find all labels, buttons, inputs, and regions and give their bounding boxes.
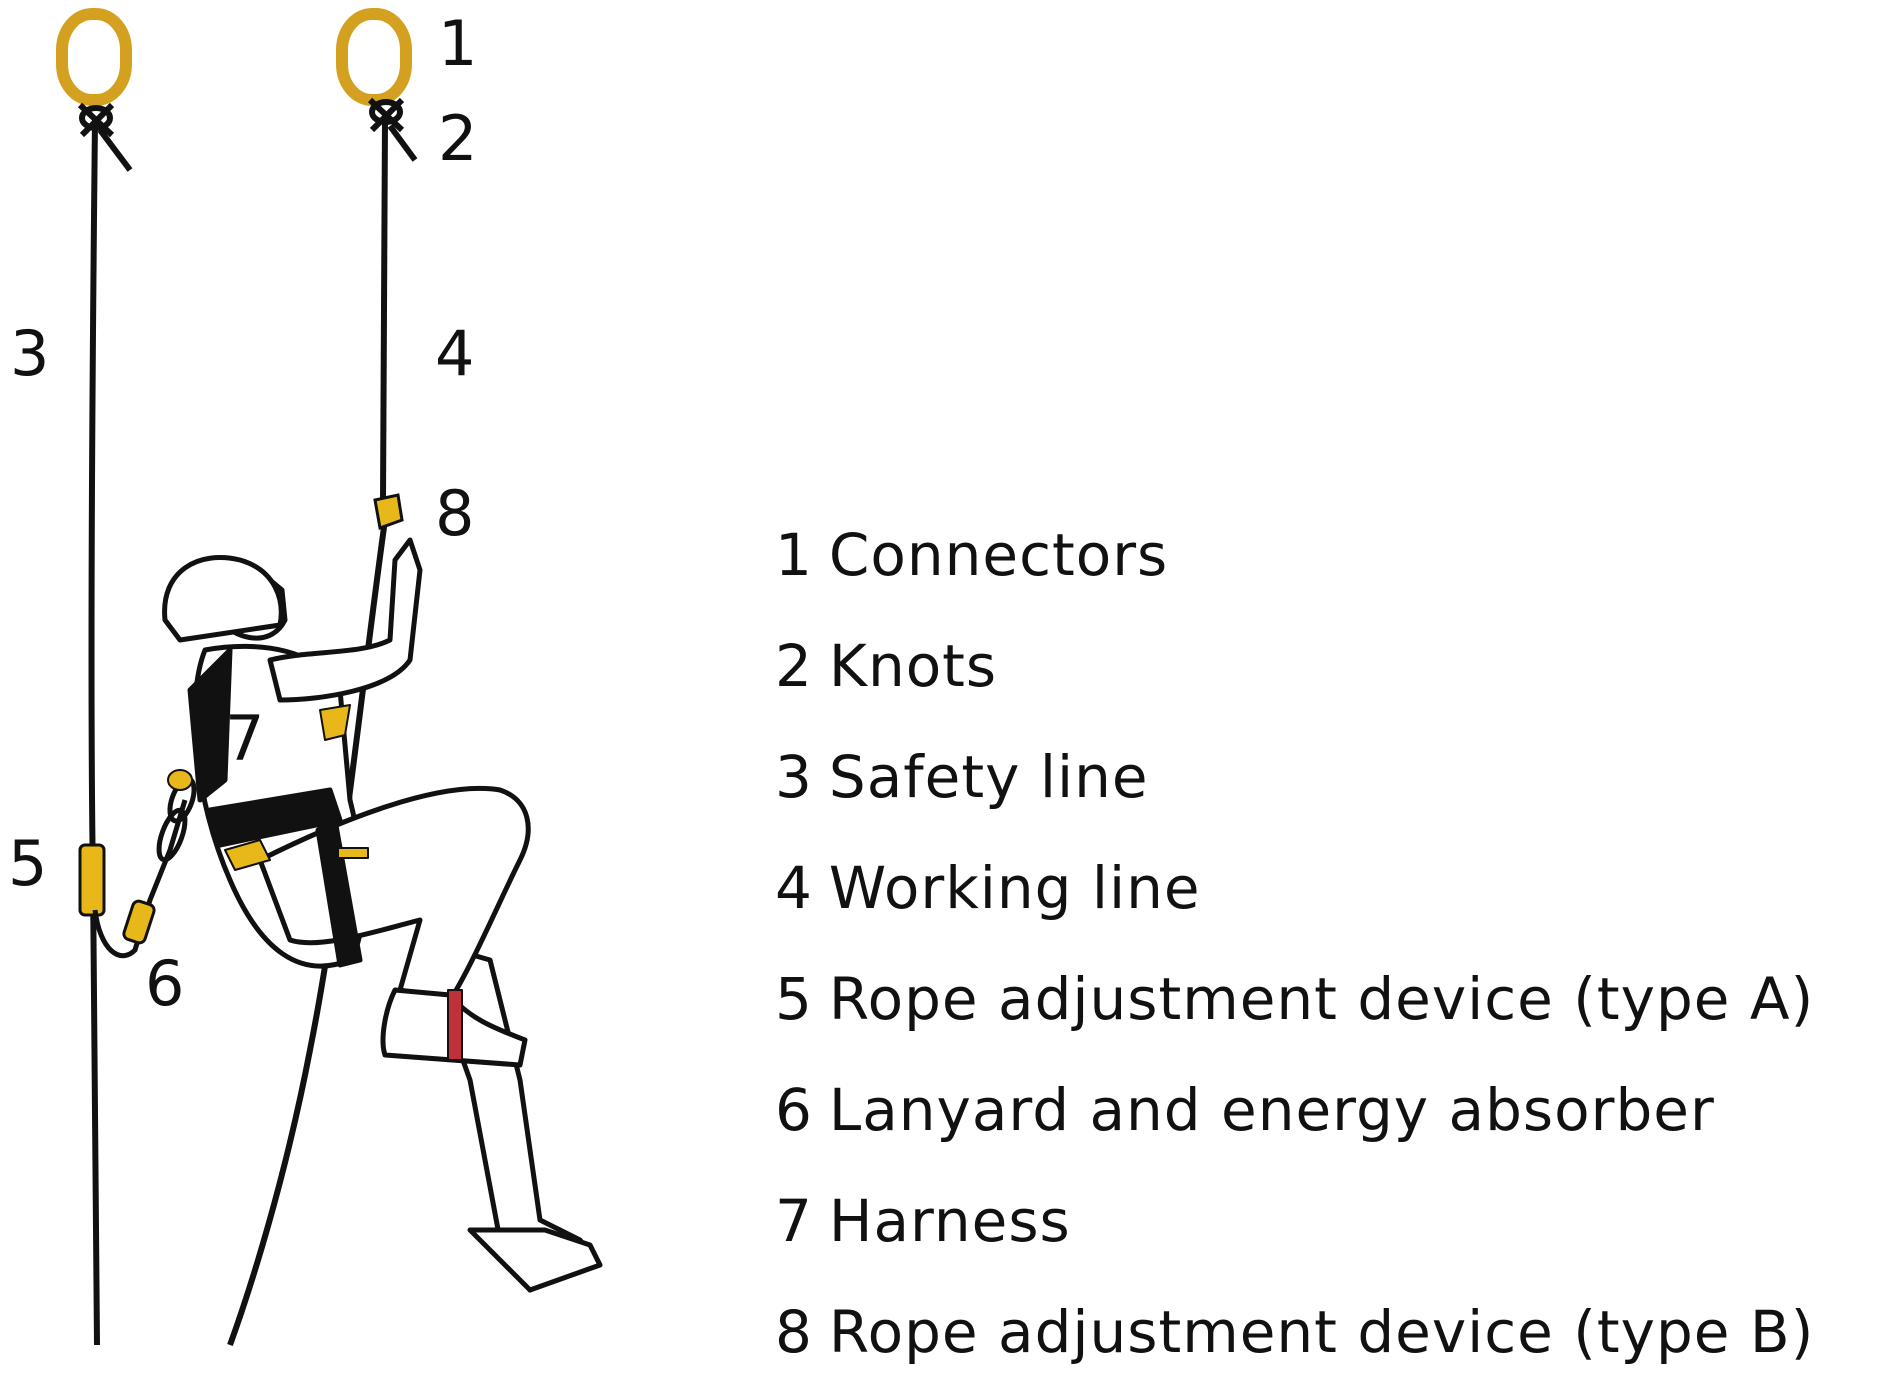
left-connector: [56, 8, 132, 106]
harness-leg: [315, 817, 363, 968]
worker-figure: [162, 537, 603, 1293]
callout-2: 2: [438, 102, 477, 175]
harness-shoulder: [187, 647, 233, 803]
harness-waist: [207, 787, 343, 848]
arm: [267, 537, 423, 703]
harness-buckle-3: [167, 769, 193, 791]
right-connector: [336, 8, 412, 106]
helmet: [162, 555, 284, 643]
callout-5: 5: [8, 827, 47, 900]
safety-line: [88, 119, 100, 1346]
back-boot: [467, 1227, 603, 1293]
rope-adjuster-type-a: [78, 843, 106, 917]
harness-buckle-2: [337, 847, 369, 859]
callout-4: 4: [435, 317, 474, 390]
callout-8: 8: [435, 477, 474, 550]
callout-3: 3: [10, 317, 49, 390]
callout-6: 6: [145, 947, 184, 1020]
left-knot: [77, 102, 133, 172]
callout-7: 7: [225, 702, 264, 775]
right-knot: [367, 97, 418, 162]
harness-buckle-1: [224, 839, 271, 871]
lanyard-energy-absorber: [92, 776, 197, 959]
shoulder-pad: [319, 704, 351, 741]
callout-1: 1: [438, 7, 477, 80]
rope-adjuster-type-b: [373, 493, 404, 531]
foot-strap: [447, 989, 463, 1061]
